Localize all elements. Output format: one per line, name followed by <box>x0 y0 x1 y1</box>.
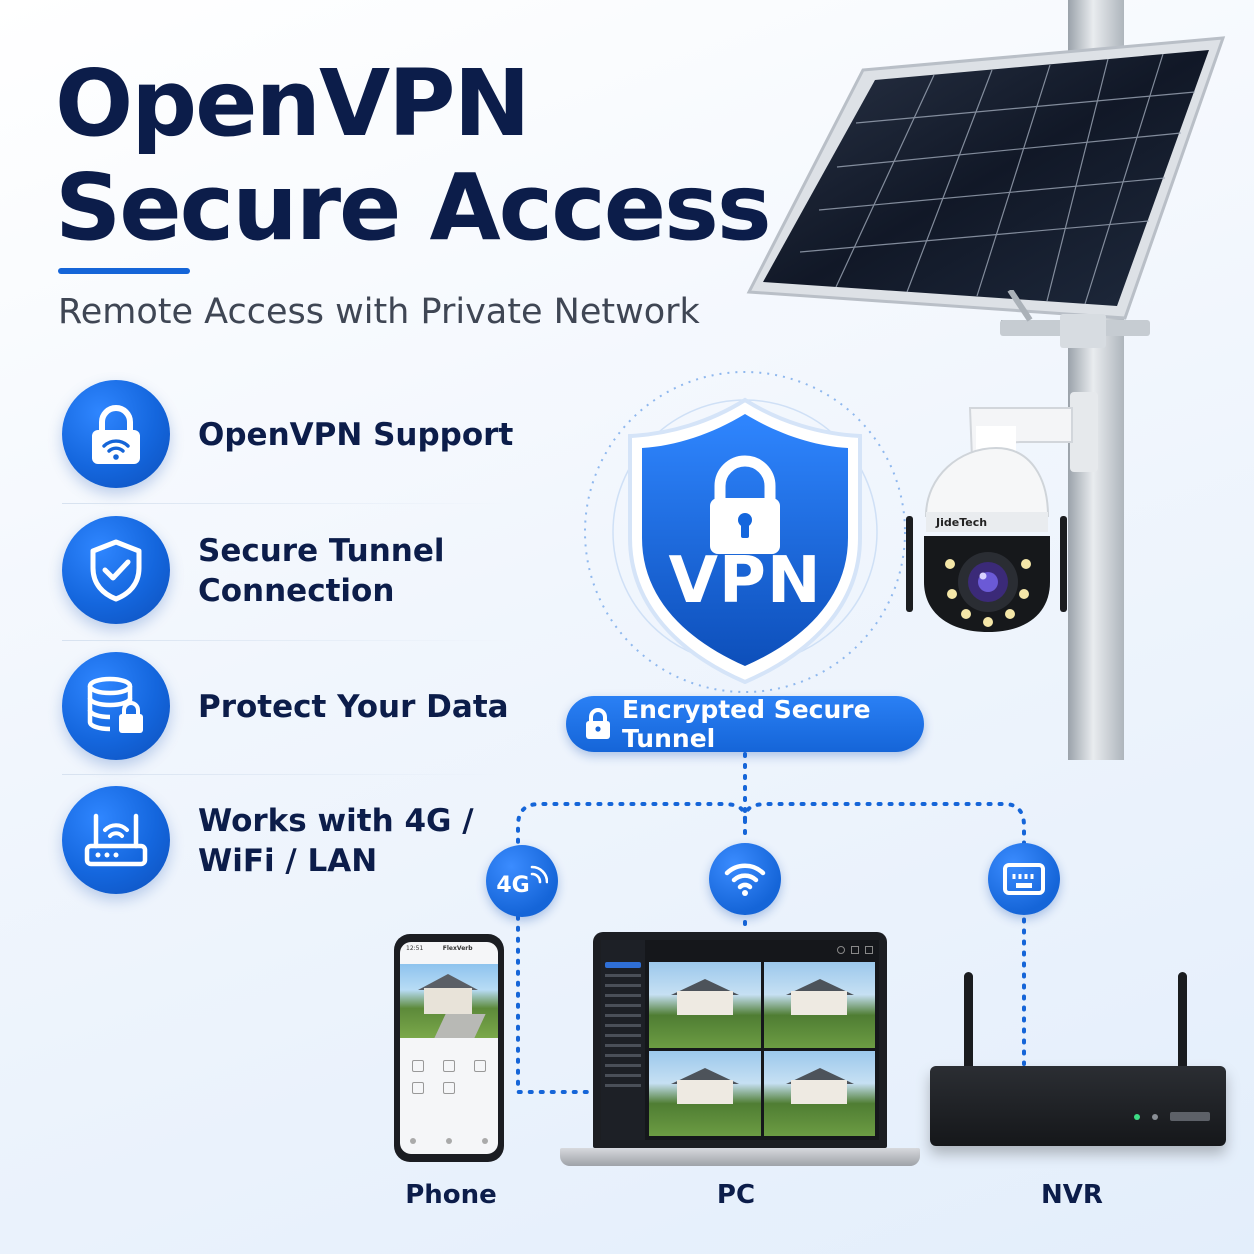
feature-item-secure-tunnel: Secure Tunnel Connection <box>62 516 522 626</box>
phone-status-time: 12:51 <box>406 945 424 952</box>
nvr-status-led <box>1152 1114 1158 1120</box>
feature-label: OpenVPN Support <box>198 417 514 453</box>
camera-tile <box>763 962 875 1048</box>
router-icon <box>62 786 170 894</box>
feature-item-openvpn-support: OpenVPN Support <box>62 380 522 490</box>
nvr-power-led <box>1134 1114 1140 1120</box>
laptop-sidebar <box>601 940 645 1140</box>
phone-camera-feed <box>400 964 498 1038</box>
feature-label: Protect Your Data <box>198 689 509 725</box>
wifi-icon <box>709 843 781 915</box>
device-label-phone: Phone <box>405 1180 497 1210</box>
laptop-device <box>593 932 887 1148</box>
page-subtitle: Remote Access with Private Network <box>58 292 700 332</box>
camera-tile <box>763 1050 875 1136</box>
ptz-camera: JideTech <box>906 392 1098 632</box>
ethernet-port-icon <box>988 843 1060 915</box>
cellular-signal-icon: 4G <box>486 845 558 917</box>
camera-tile <box>649 962 761 1048</box>
page-title-line1: OpenVPN <box>55 50 531 157</box>
solar-panel <box>746 36 1226 322</box>
camera-brand-label: JideTech <box>935 516 987 529</box>
feature-label: Works with 4G / WiFi / LAN <box>198 803 474 879</box>
camera-grid <box>649 962 875 1136</box>
device-label-nvr: NVR <box>1041 1180 1103 1210</box>
feature-divider <box>62 503 512 504</box>
laptop-screen <box>601 940 879 1140</box>
page-title: OpenVPN Secure Access <box>55 50 772 261</box>
database-lock-icon <box>62 652 170 760</box>
title-underline <box>58 268 190 274</box>
page-title-line2: Secure Access <box>55 154 772 261</box>
padlock-icon <box>584 707 612 741</box>
lock-wifi-icon <box>62 380 170 488</box>
phone-device: 12:51 FlexVerb <box>394 934 504 1162</box>
vpn-shield-label: VPN <box>668 544 822 618</box>
feature-divider <box>62 640 512 641</box>
shield-check-icon <box>62 516 170 624</box>
feature-label: Secure Tunnel Connection <box>198 533 445 609</box>
phone-screen: 12:51 FlexVerb <box>400 942 498 1154</box>
nvr-device <box>930 1066 1226 1146</box>
encrypted-tunnel-badge: Encrypted Secure Tunnel <box>566 695 924 753</box>
nvr-antenna-left <box>964 972 973 1076</box>
laptop-base <box>560 1148 920 1166</box>
vpn-shield-graphic <box>584 371 906 693</box>
device-label-pc: PC <box>716 1180 756 1210</box>
encrypted-tunnel-label: Encrypted Secure Tunnel <box>622 695 871 753</box>
nvr-brand-plate <box>1170 1112 1210 1121</box>
phone-app-name: FlexVerb <box>442 945 473 952</box>
feature-item-protect-data: Protect Your Data <box>62 652 522 762</box>
panel-mount-bracket <box>1000 290 1150 348</box>
nvr-antenna-right <box>1178 972 1187 1076</box>
camera-tile <box>649 1050 761 1136</box>
feature-item-network-types: Works with 4G / WiFi / LAN <box>62 786 522 896</box>
feature-divider <box>62 774 512 775</box>
cellular-4g-label: 4G <box>496 872 530 898</box>
